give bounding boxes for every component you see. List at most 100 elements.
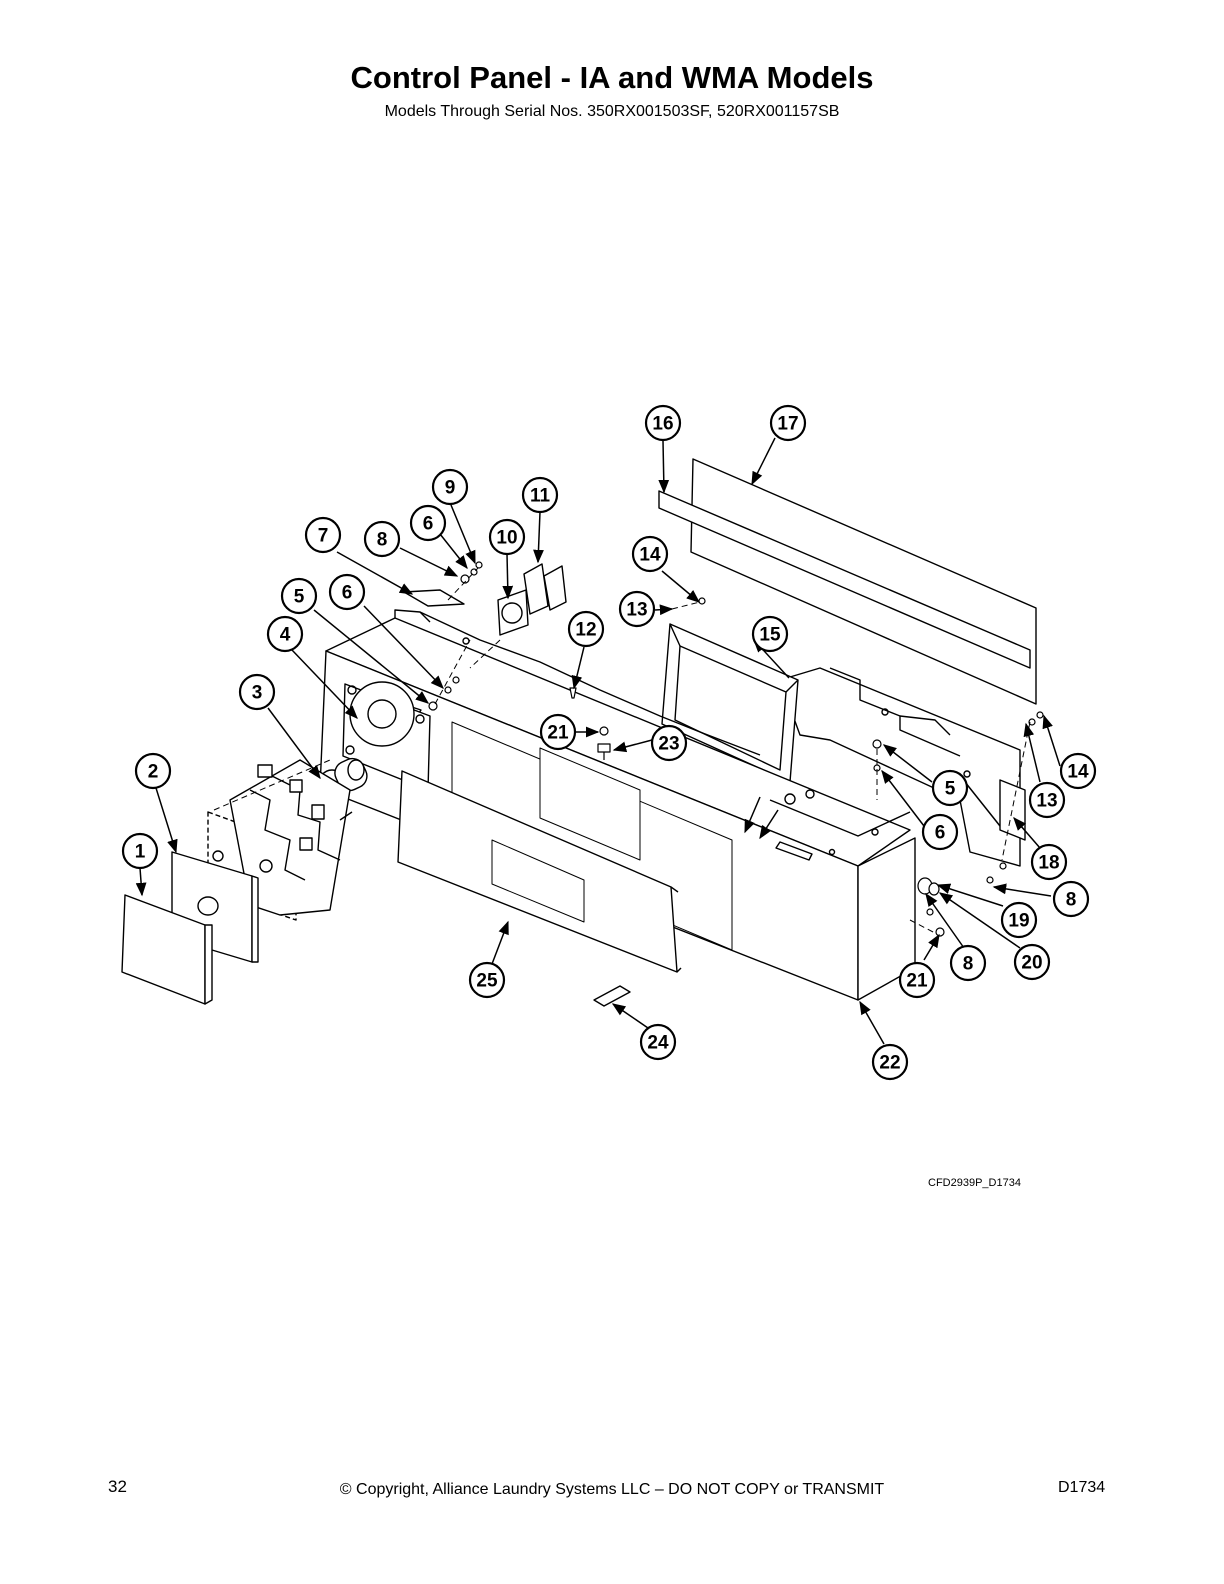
callout-circle bbox=[363, 520, 401, 558]
callout-14: 14 bbox=[1059, 752, 1097, 790]
callout-25: 25 bbox=[468, 961, 506, 999]
callout-label: 6 bbox=[342, 583, 353, 604]
callout-label: 7 bbox=[318, 526, 329, 547]
callout-3: 3 bbox=[238, 673, 276, 711]
page-title: Control Panel - IA and WMA Models bbox=[350, 60, 874, 95]
callout-8: 8 bbox=[363, 520, 401, 558]
callout-circle bbox=[644, 404, 682, 442]
callout-circle bbox=[871, 1043, 909, 1081]
callout-label: 12 bbox=[575, 620, 596, 641]
callout-label: 6 bbox=[935, 823, 946, 844]
callout-5: 5 bbox=[931, 769, 969, 807]
callout-17: 17 bbox=[769, 404, 807, 442]
callout-24: 24 bbox=[639, 1023, 677, 1061]
callout-label: 19 bbox=[1008, 911, 1029, 932]
clip-part bbox=[523, 563, 567, 615]
callout-circle bbox=[539, 713, 577, 751]
callout-label: 13 bbox=[1036, 791, 1057, 812]
callout-label: 11 bbox=[530, 486, 551, 507]
fasteners bbox=[428, 561, 1044, 937]
callout-circle bbox=[468, 961, 506, 999]
callout-label: 6 bbox=[423, 514, 434, 535]
callout-label: 21 bbox=[906, 971, 928, 992]
callout-11: 11 bbox=[521, 476, 559, 514]
callout-8: 8 bbox=[1052, 880, 1090, 918]
callout-circle bbox=[304, 516, 342, 554]
callout-circle bbox=[328, 573, 366, 611]
callout-label: 13 bbox=[626, 600, 647, 621]
callout-circle bbox=[567, 610, 605, 648]
callout-label: 4 bbox=[280, 625, 291, 646]
callout-circle bbox=[1052, 880, 1090, 918]
display-part bbox=[661, 623, 799, 783]
plate-part bbox=[403, 589, 465, 607]
label-strip-part bbox=[658, 490, 1031, 669]
callout-4: 4 bbox=[266, 615, 304, 653]
callout-label: 10 bbox=[496, 528, 517, 549]
callout-circle bbox=[1059, 752, 1097, 790]
callout-label: 25 bbox=[476, 971, 498, 992]
callout-5: 5 bbox=[280, 577, 318, 615]
callout-label: 23 bbox=[658, 734, 679, 755]
callout-circle bbox=[521, 476, 559, 514]
front-panel-part bbox=[397, 770, 682, 973]
callout-label: 15 bbox=[759, 625, 781, 646]
callout-16: 16 bbox=[644, 404, 682, 442]
callout-13: 13 bbox=[618, 590, 656, 628]
callout-circle bbox=[931, 769, 969, 807]
callout-circle bbox=[769, 404, 807, 442]
callout-18: 18 bbox=[1030, 843, 1068, 881]
callout-20: 20 bbox=[1013, 943, 1051, 981]
document-code: D1734 bbox=[1058, 1479, 1106, 1496]
callout-circle bbox=[949, 944, 987, 982]
callout-circle bbox=[1030, 843, 1068, 881]
callout-19: 19 bbox=[1000, 901, 1038, 939]
callout-6: 6 bbox=[328, 573, 366, 611]
callout-label: 5 bbox=[294, 587, 305, 608]
callout-circle bbox=[1000, 901, 1038, 939]
callout-circle bbox=[639, 1023, 677, 1061]
callout-label: 17 bbox=[777, 414, 798, 435]
callout-circle bbox=[409, 504, 447, 542]
callout-circle bbox=[238, 673, 276, 711]
callout-label: 22 bbox=[879, 1053, 900, 1074]
page-subtitle: Models Through Serial Nos. 350RX001503SF… bbox=[384, 103, 840, 120]
callout-6: 6 bbox=[409, 504, 447, 542]
callout-label: 5 bbox=[945, 779, 956, 800]
callout-9: 9 bbox=[431, 468, 469, 506]
callout-label: 8 bbox=[377, 530, 388, 551]
callout-23: 23 bbox=[650, 724, 688, 762]
callout-21: 21 bbox=[539, 713, 577, 751]
leader-arrows bbox=[135, 437, 1061, 1045]
callout-circle bbox=[751, 615, 789, 653]
callout-circle bbox=[618, 590, 656, 628]
callout-13: 13 bbox=[1028, 781, 1066, 819]
callout-label: 24 bbox=[647, 1033, 669, 1054]
callout-label: 14 bbox=[1067, 762, 1089, 783]
callout-label: 14 bbox=[639, 545, 661, 566]
callout-circle bbox=[921, 813, 959, 851]
page-number: 32 bbox=[108, 1477, 127, 1496]
callout-label: 2 bbox=[148, 762, 159, 783]
callout-label: 18 bbox=[1038, 853, 1059, 874]
drawing-id: CFD2939P_D1734 bbox=[928, 1177, 1021, 1189]
callout-circle bbox=[121, 832, 159, 870]
callout-label: 8 bbox=[1066, 890, 1077, 911]
callout-12: 12 bbox=[567, 610, 605, 648]
callout-circle bbox=[1013, 943, 1051, 981]
callout-circle bbox=[1028, 781, 1066, 819]
callout-6: 6 bbox=[921, 813, 959, 851]
callout-circle bbox=[134, 752, 172, 790]
callout-circle bbox=[650, 724, 688, 762]
callout-circle bbox=[280, 577, 318, 615]
callout-1: 1 bbox=[121, 832, 159, 870]
callout-circle bbox=[266, 615, 304, 653]
callout-label: 8 bbox=[963, 954, 974, 975]
callout-circle bbox=[431, 468, 469, 506]
callout-15: 15 bbox=[751, 615, 789, 653]
callout-14: 14 bbox=[631, 535, 669, 573]
lock-part bbox=[497, 589, 529, 636]
callout-8: 8 bbox=[949, 944, 987, 982]
callout-22: 22 bbox=[871, 1043, 909, 1081]
callout-label: 16 bbox=[652, 414, 673, 435]
